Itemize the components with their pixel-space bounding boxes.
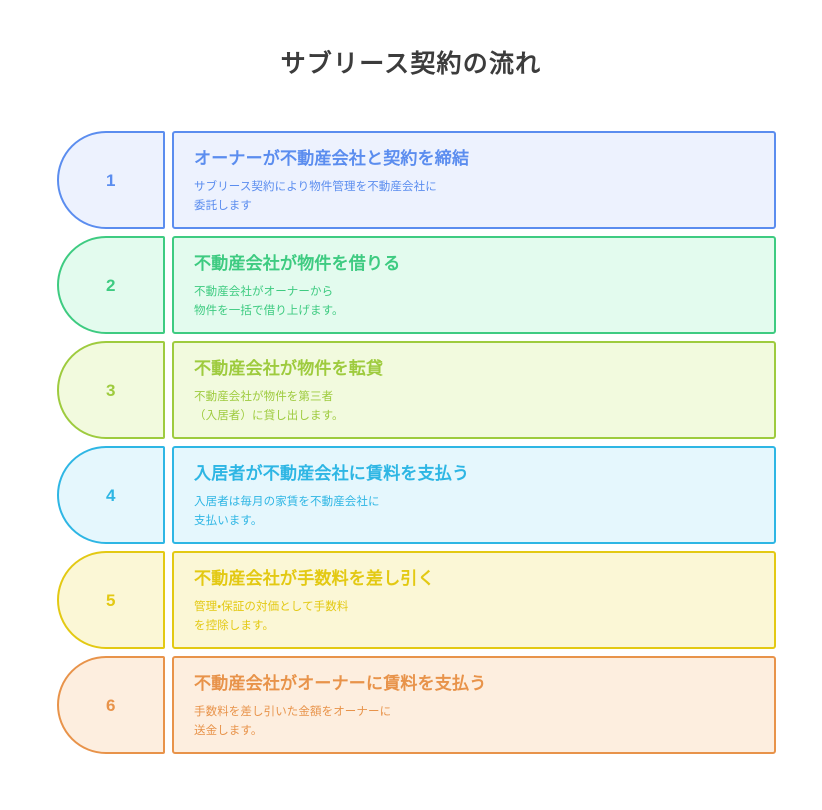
step-number-3: 3 (106, 380, 116, 400)
step-connector-5 (165, 551, 172, 649)
page-title: サブリース契約の流れ (280, 50, 542, 78)
step-card-6[interactable]: 不動産会社がオーナーに賃料を支払う 手数料を差し引いた金額をオーナーに 送金しま… (172, 656, 776, 754)
step-number-6: 6 (106, 695, 116, 715)
step-connector-3 (165, 341, 172, 439)
flow-step-4[interactable]: 4 入居者が不動産会社に賃料を支払う 入居者は毎月の家賃を不動産会社に 支払いま… (57, 446, 776, 544)
step-number-badge-2: 2 (57, 236, 165, 334)
step-card-2[interactable]: 不動産会社が物件を借りる 不動産会社がオーナーから 物件を一括で借り上げます。 (172, 236, 776, 334)
flow-step-2[interactable]: 2 不動産会社が物件を借りる 不動産会社がオーナーから 物件を一括で借り上げます… (57, 236, 776, 334)
step-title-2: 不動産会社が物件を借りる (194, 253, 401, 273)
step-description-5: 管理・保証の対価として手数料 を控除します。 (194, 601, 349, 633)
flow-step-3[interactable]: 3 不動産会社が物件を転貸 不動産会社が物件を第三者 （入居者）に貸し出します。 (57, 341, 776, 439)
flow-step-1[interactable]: 1 オーナーが不動産会社と契約を締結 サブリース契約により物件管理を不動産会社に… (57, 131, 776, 229)
step-card-3[interactable]: 不動産会社が物件を転貸 不動産会社が物件を第三者 （入居者）に貸し出します。 (172, 341, 776, 439)
step-title-4: 入居者が不動産会社に賃料を支払う (194, 463, 470, 483)
step-number-badge-1: 1 (57, 131, 165, 229)
step-number-1: 1 (106, 170, 116, 190)
step-number-badge-6: 6 (57, 656, 165, 754)
step-description-3: 不動産会社が物件を第三者 （入居者）に貸し出します。 (194, 391, 344, 423)
step-title-3: 不動産会社が物件を転貸 (194, 358, 384, 378)
step-number-5: 5 (106, 590, 116, 610)
flow-step-6[interactable]: 6 不動産会社がオーナーに賃料を支払う 手数料を差し引いた金額をオーナーに 送金… (57, 656, 776, 754)
step-description-1: サブリース契約により物件管理を不動産会社に 委託します (194, 181, 437, 213)
step-card-1[interactable]: オーナーが不動産会社と契約を締結 サブリース契約により物件管理を不動産会社に 委… (172, 131, 776, 229)
step-number-badge-3: 3 (57, 341, 165, 439)
flow-step-5[interactable]: 5 不動産会社が手数料を差し引く 管理・保証の対価として手数料 を控除します。 (57, 551, 776, 649)
step-description-6: 手数料を差し引いた金額をオーナーに 送金します。 (194, 706, 392, 738)
step-number-badge-4: 4 (57, 446, 165, 544)
step-connector-1 (165, 131, 172, 229)
step-card-4[interactable]: 入居者が不動産会社に賃料を支払う 入居者は毎月の家賃を不動産会社に 支払います。 (172, 446, 776, 544)
flow-step-list: 1 オーナーが不動産会社と契約を締結 サブリース契約により物件管理を不動産会社に… (57, 131, 776, 754)
step-connector-6 (165, 656, 172, 754)
step-card-5[interactable]: 不動産会社が手数料を差し引く 管理・保証の対価として手数料 を控除します。 (172, 551, 776, 649)
step-number-4: 4 (106, 485, 116, 505)
step-title-6: 不動産会社がオーナーに賃料を支払う (194, 673, 487, 693)
step-description-4: 入居者は毎月の家賃を不動産会社に 支払います。 (194, 496, 380, 528)
step-connector-2 (165, 236, 172, 334)
step-description-2: 不動産会社がオーナーから 物件を一括で借り上げます。 (194, 286, 344, 318)
step-title-5: 不動産会社が手数料を差し引く (194, 568, 435, 588)
step-number-2: 2 (106, 275, 116, 295)
step-connector-4 (165, 446, 172, 544)
step-title-1: オーナーが不動産会社と契約を締結 (194, 148, 470, 168)
step-number-badge-5: 5 (57, 551, 165, 649)
